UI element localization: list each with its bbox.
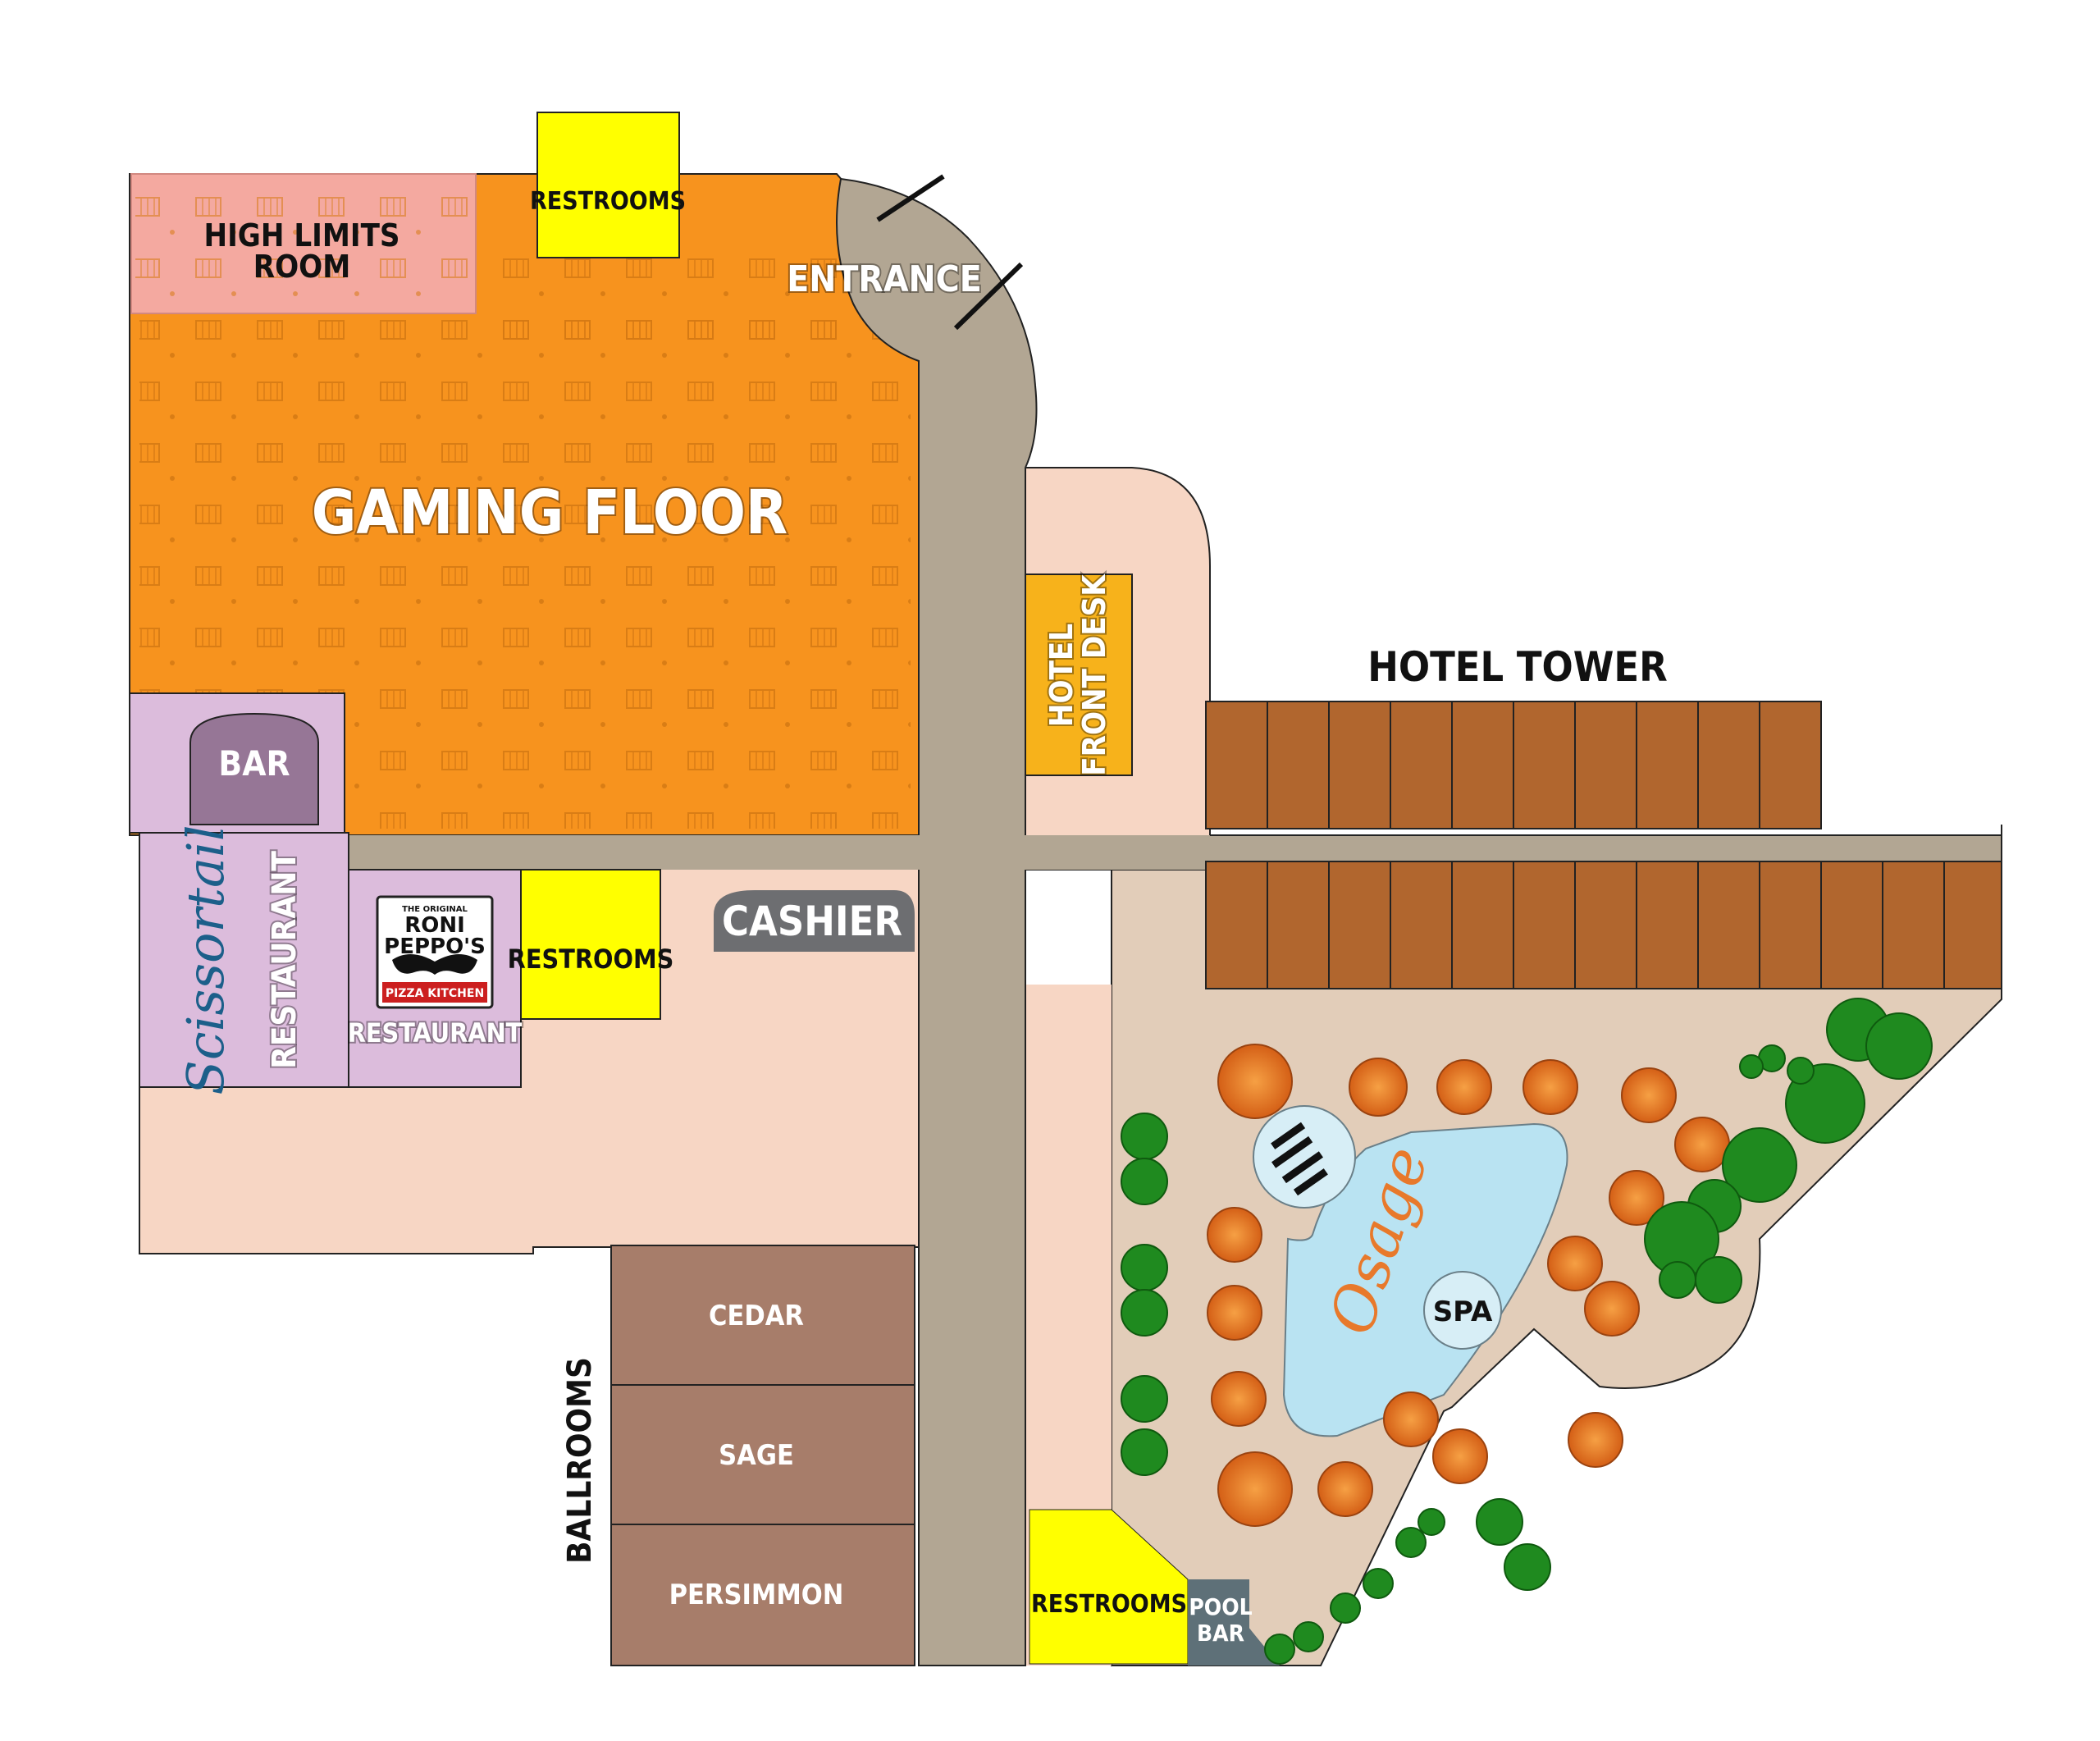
pool-umbrellas bbox=[1207, 1044, 1730, 1527]
hotel-tower-label: HOTEL TOWER bbox=[1367, 643, 1668, 691]
restrooms-mid-label: RESTROOMS bbox=[508, 944, 674, 975]
high-limits-label-1: HIGH LIMITS bbox=[203, 217, 399, 254]
gaming-floor-label: GAMING FLOOR bbox=[312, 478, 788, 548]
high-limits-label-2: ROOM bbox=[253, 249, 350, 285]
hotel-tower-rooms-lower bbox=[1205, 861, 2002, 989]
scissortail-logo-group: Scissortail bbox=[176, 825, 235, 1094]
restrooms-mid bbox=[520, 869, 661, 1020]
roni-tagline: PIZZA KITCHEN bbox=[386, 987, 484, 1000]
hotel-front-desk bbox=[1025, 573, 1133, 776]
roni-small-label: THE ORIGINAL bbox=[402, 905, 468, 914]
cashier bbox=[714, 890, 915, 952]
scissortail-logo: Scissortail bbox=[176, 825, 235, 1094]
ballrooms-label: BALLROOMS bbox=[561, 1357, 599, 1564]
ballroom-persimmon bbox=[610, 1524, 915, 1666]
bar bbox=[189, 712, 319, 825]
hotel-front-desk-labels: HOTEL FRONT DESK bbox=[1042, 572, 1114, 778]
restrooms-top bbox=[536, 112, 680, 258]
pool bbox=[1282, 1122, 1568, 1437]
restrooms-pool-label: RESTROOMS bbox=[1031, 1590, 1187, 1619]
high-limits-pattern bbox=[135, 185, 472, 308]
ballroom-cedar bbox=[610, 1245, 915, 1386]
hotel-tower-rooms-upper bbox=[1205, 701, 1822, 829]
entrance-walkway bbox=[836, 177, 1038, 1666]
spa-label: SPA bbox=[1433, 1295, 1493, 1328]
ballroom-sage bbox=[610, 1384, 915, 1525]
spa bbox=[1423, 1271, 1502, 1350]
trees bbox=[1121, 998, 1933, 1665]
pool-bar-label-2: BAR bbox=[1197, 1620, 1244, 1647]
ballrooms-label-group: BALLROOMS bbox=[561, 1357, 599, 1564]
water-feature-icon bbox=[1271, 1122, 1328, 1196]
cashier-label: CASHIER bbox=[722, 898, 902, 945]
water-feature bbox=[1253, 1105, 1356, 1209]
cedar-label: CEDAR bbox=[709, 1300, 804, 1332]
pool-bar-block bbox=[1188, 1579, 1249, 1666]
pool-bar-label-1: POOL bbox=[1189, 1593, 1252, 1620]
hotel-front-desk-label-2: FRONT DESK bbox=[1076, 573, 1112, 776]
bar-label: BAR bbox=[218, 743, 290, 784]
entrance-door-1 bbox=[876, 174, 945, 222]
scissortail-restaurant-label: RESTAURANT bbox=[266, 851, 304, 1069]
roni-restaurant-label: RESTAURANT bbox=[348, 1017, 523, 1049]
entrance-label: ENTRANCE bbox=[787, 258, 982, 300]
sage-label: SAGE bbox=[719, 1439, 794, 1472]
entrance-door-2 bbox=[953, 262, 1024, 331]
roni-peppos-logo bbox=[376, 895, 494, 1009]
roni-label-1: RONI bbox=[404, 913, 465, 938]
restrooms-top-label: RESTROOMS bbox=[530, 187, 686, 216]
persimmon-label: PERSIMMON bbox=[669, 1579, 844, 1611]
gaming-tables-pattern-top bbox=[484, 254, 845, 353]
roni-label-2: PEPPO'S bbox=[384, 934, 486, 959]
hotel-front-desk-label-1: HOTEL bbox=[1043, 624, 1080, 727]
scissortail-restaurant bbox=[139, 832, 349, 1088]
scissortail-restaurant-group: RESTAURANT bbox=[264, 849, 305, 1071]
